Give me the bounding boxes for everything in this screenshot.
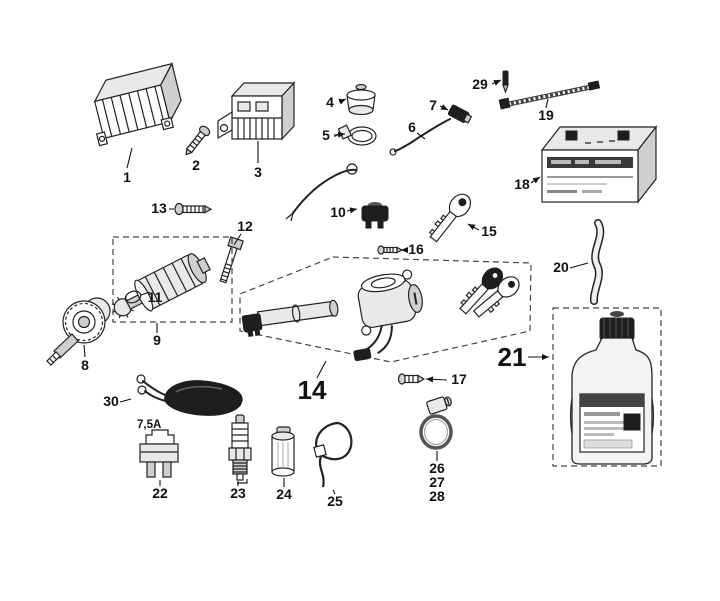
part-26-label: 26 <box>429 460 445 476</box>
part-2-screw-drawing <box>185 125 211 156</box>
part-7-label: 7 <box>429 97 437 113</box>
part-25-label: 25 <box>327 493 343 509</box>
part-15-label: 15 <box>481 223 497 239</box>
part-19-label: 19 <box>538 107 554 123</box>
part-10-label: 10 <box>330 204 346 220</box>
part-6-label: 6 <box>408 119 416 135</box>
part-11-label: 11 <box>148 289 163 305</box>
part-20-label: 20 <box>553 259 569 275</box>
part-18-label: 18 <box>514 176 530 192</box>
part-23-label: 23 <box>230 485 246 501</box>
part-17-label: 17 <box>451 371 467 387</box>
part-19-cable-drawing <box>498 80 601 110</box>
part-9-label: 9 <box>153 332 161 348</box>
part-30-label: 30 <box>103 393 119 409</box>
part-23-spark-plug-drawing <box>228 414 252 484</box>
part-8-gear-drawing <box>46 297 111 366</box>
part-28-label: 28 <box>429 488 445 504</box>
part-11-o-ring-drawing <box>124 290 142 304</box>
part-13-label: 13 <box>151 200 167 216</box>
part-12-bolt-drawing <box>219 236 244 284</box>
part-3-label: 3 <box>254 164 262 180</box>
part-14-lock-set-drawing <box>241 267 520 362</box>
part-16-label: 16 <box>408 241 424 257</box>
part-29-label: 29 <box>472 76 488 92</box>
part-15-key-drawing <box>428 193 472 243</box>
part-7-connector-drawing <box>447 104 473 124</box>
part-21-label: 21 <box>498 342 527 372</box>
part-9-starter-motor-drawing <box>111 253 211 319</box>
part-5-label: 5 <box>322 127 330 143</box>
part-6-wire-drawing <box>389 118 451 156</box>
part-17-screw-drawing <box>397 373 426 385</box>
part-16-screw-drawing <box>377 245 404 255</box>
part-3-regulator-drawing <box>217 81 296 141</box>
part-30-wire-boot-drawing <box>136 374 243 416</box>
part-2-label: 2 <box>192 157 200 173</box>
part-26-hose-clamp-drawing <box>419 396 453 450</box>
part-22-fuse-drawing <box>139 429 179 478</box>
part-29-pin-drawing <box>502 70 509 94</box>
part-4-rubber-cap-drawing <box>346 83 376 116</box>
part-22-label: 22 <box>152 485 168 501</box>
part-12-label: 12 <box>237 218 253 234</box>
part-10-switch-cable-drawing <box>285 163 389 229</box>
part-4-label: 4 <box>326 94 334 110</box>
part-8-label: 8 <box>81 357 89 373</box>
part-20-tube-drawing <box>589 219 605 305</box>
group-outline-9-11 <box>112 236 233 323</box>
fuse-rating-label: 7,5A <box>137 419 161 431</box>
part-18-battery-drawing <box>540 125 658 204</box>
part-21-oil-bottle-drawing <box>569 311 655 465</box>
part-24-grease-tube-drawing <box>271 426 295 477</box>
part-1-cdi-unit-drawing <box>93 62 182 147</box>
part-14-label: 14 <box>298 375 327 405</box>
part-25-cable-tie-drawing <box>313 421 353 488</box>
part-24-label: 24 <box>276 486 292 502</box>
part-13-screw-drawing <box>174 202 213 216</box>
group-outline-21 <box>552 307 662 467</box>
part-1-label: 1 <box>123 169 131 185</box>
part-27-label: 27 <box>429 474 445 490</box>
